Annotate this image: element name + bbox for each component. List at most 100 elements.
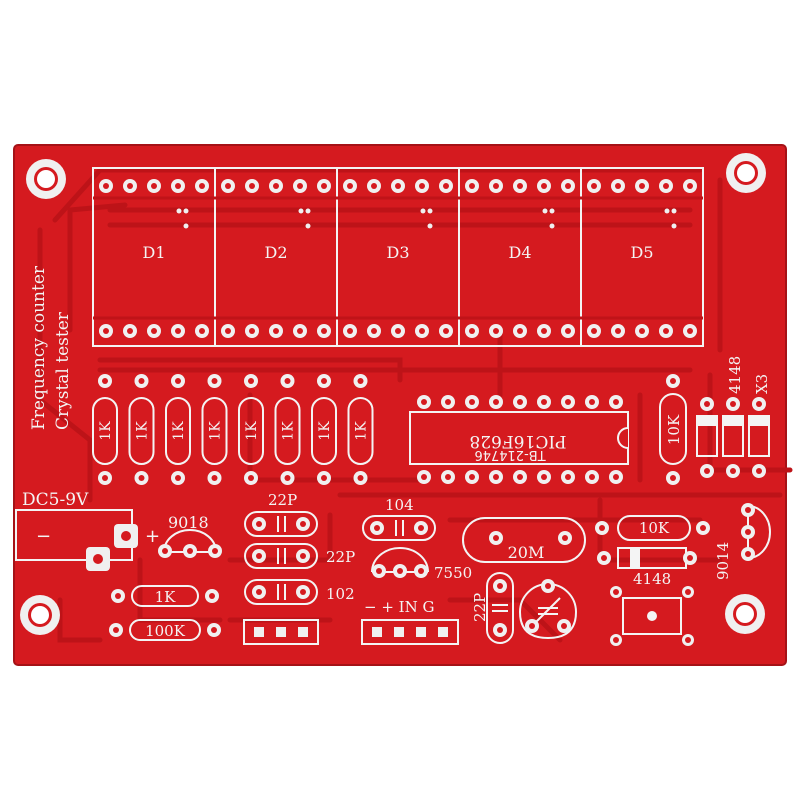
resistor-vertical: 1K (311, 374, 337, 485)
display-pin-top (293, 179, 307, 193)
ic-pin-bottom (441, 470, 455, 484)
ic-pin-bottom (489, 470, 503, 484)
display-pin-top (587, 179, 601, 193)
display-pin-top (465, 179, 479, 193)
display-pin-bottom (611, 324, 625, 338)
resistor-pad-top (353, 374, 368, 388)
display-pin-top (317, 179, 331, 193)
transistor-9014: 9014 (714, 503, 771, 580)
via (427, 208, 433, 214)
ic-footprint: PIC16F628 TB-214746 (409, 411, 629, 465)
display-pin-top (513, 179, 527, 193)
regulator-7550-label: 7550 (434, 564, 472, 582)
via (542, 208, 548, 214)
resistor-100k-label: 100K (145, 622, 186, 640)
display-pin-bottom (293, 324, 307, 338)
resistor-1k-bottom-label: 1K (155, 588, 177, 606)
ic-pin-top (585, 395, 599, 409)
resistor-pad-bottom (317, 471, 331, 485)
resistor-value-label: 1K (171, 421, 187, 441)
display-pin-bottom (415, 324, 429, 338)
power-plus-label: + (145, 526, 160, 547)
resistor-value-label: 1K (354, 421, 370, 441)
resistor-1k-bottom: 1K (111, 585, 219, 607)
ic-part-label: PIC16F628 (469, 431, 566, 451)
display-pin-top (123, 179, 137, 193)
resistor-pad-top (244, 374, 258, 388)
ic-pin-top (609, 395, 623, 409)
resistor-vertical: 1K (201, 374, 228, 485)
via (298, 208, 304, 214)
ic-pin-bottom (537, 470, 551, 484)
display-label: D5 (630, 243, 653, 262)
power-label: DC5-9V (22, 490, 89, 510)
resistor-vertical: 1K (165, 374, 191, 485)
display-label: D4 (508, 243, 531, 262)
display-pin-top (611, 179, 625, 193)
cap-22p-vertical-label: 22P (471, 593, 489, 622)
display-label: D2 (264, 243, 287, 262)
cap-22p-top-label: 22P (268, 491, 297, 509)
input-header: − + IN G (361, 598, 459, 645)
via (549, 223, 555, 229)
display-pin-bottom (635, 324, 649, 338)
transistor-9018-label: 9018 (168, 513, 209, 532)
display-pin-top (99, 179, 113, 193)
resistor-value-label: 1K (98, 421, 114, 441)
display-pin-bottom (465, 324, 479, 338)
resistor-pad-top (171, 374, 185, 388)
via (664, 208, 670, 214)
display-pin-bottom (537, 324, 551, 338)
resistor-value-label: 1K (281, 421, 297, 441)
via (671, 208, 677, 214)
ic-pin-bottom (465, 470, 479, 484)
display-pin-bottom (123, 324, 137, 338)
diode-bottom: 4148 (597, 547, 697, 588)
capacitor-22p-vertical: 22P (471, 572, 514, 644)
resistor-value-label: 1K (208, 421, 224, 441)
display-pin-bottom (99, 324, 113, 338)
resistor-pad-bottom (134, 471, 149, 485)
ic-board-code: TB-214746 (474, 447, 546, 462)
resistor-vertical: 1K (238, 374, 264, 485)
power-jack: DC5-9V − + (15, 490, 160, 571)
display-pin-bottom (195, 324, 209, 338)
resistor-10k-right: 10K (659, 374, 687, 485)
ic-pads (417, 395, 623, 484)
display-pin-top (171, 179, 185, 193)
display-pin-bottom (269, 324, 283, 338)
display-pin-bottom (513, 324, 527, 338)
resistor-pad-top (280, 374, 295, 388)
resistor-pad-bottom (171, 471, 185, 485)
diode-bottom-label: 4148 (633, 570, 671, 588)
display-pin-bottom (147, 324, 161, 338)
via (305, 223, 311, 229)
display-pin-top (439, 179, 453, 193)
display-pin-top (269, 179, 283, 193)
display-label: D1 (142, 243, 165, 262)
resistor-vertical: 1K (274, 374, 301, 485)
mounting-holes (20, 153, 766, 635)
input-header-label: − + IN G (364, 598, 434, 616)
board-title-line2: Crystal tester (53, 311, 73, 430)
display-pin-bottom (221, 324, 235, 338)
display-pin-bottom (659, 324, 673, 338)
display-pin-bottom (343, 324, 357, 338)
display-pads (99, 179, 697, 338)
trimmer-capacitor (518, 579, 578, 640)
display-pin-top (343, 179, 357, 193)
header-3pin (243, 619, 319, 645)
resistor-pad-top (98, 374, 112, 388)
resistor-vertical: 1K (347, 374, 374, 485)
display-pin-top (415, 179, 429, 193)
display-pin-top (147, 179, 161, 193)
display-pin-bottom (245, 324, 259, 338)
display-pin-top (489, 179, 503, 193)
resistor-pad-bottom (207, 471, 222, 485)
via (420, 208, 426, 214)
ic-pin-top (417, 395, 431, 409)
display-pin-top (367, 179, 381, 193)
transistor-9018: 9018 (158, 513, 222, 558)
